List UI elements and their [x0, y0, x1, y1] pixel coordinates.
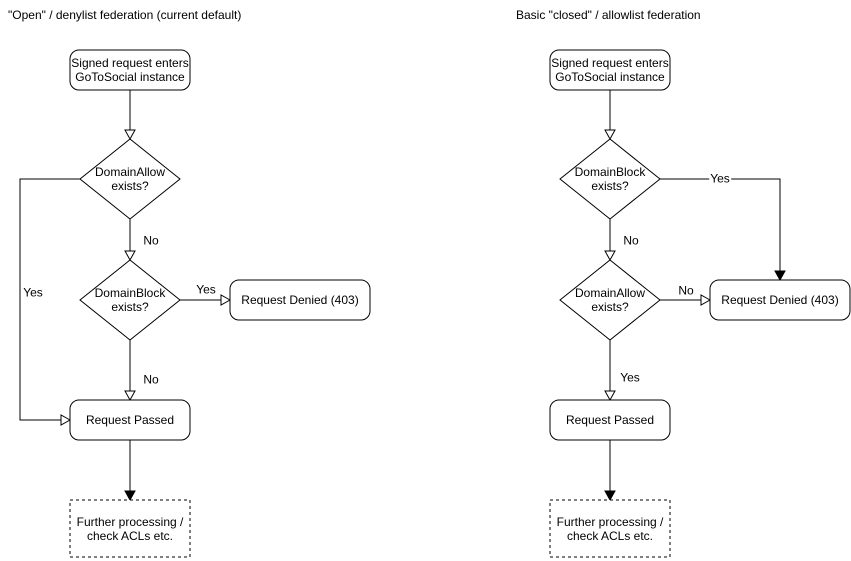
- left-passed-box: [69, 399, 191, 441]
- right-arrowhead-start-decision1: [604, 129, 616, 141]
- right-arrowhead-passed-further: [604, 490, 616, 502]
- left-start-box: [69, 49, 191, 91]
- right-denied-box: [709, 279, 851, 321]
- left-decision1-diamond: [79, 138, 181, 220]
- right-further-box: [549, 499, 671, 558]
- right-edge-decision1-yes-denied: [660, 178, 781, 271]
- left-further-box: [69, 499, 191, 558]
- right-start-box: [549, 49, 671, 91]
- right-arrowhead-decision2-denied: [700, 294, 712, 306]
- right-arrowhead-decision2-passed: [604, 390, 616, 402]
- right-arrowhead-decision1-decision2: [604, 250, 616, 262]
- right-passed-box: [549, 399, 671, 441]
- right-chart-title: Basic "closed" / allowlist federation: [516, 8, 701, 22]
- left-edge-decision1-yes-loop: [19, 178, 80, 421]
- left-arrowhead-decision1-decision2: [124, 250, 136, 262]
- left-arrowhead-decision2-denied: [220, 294, 232, 306]
- left-arrowhead-passed-further: [124, 490, 136, 502]
- left-flowchart: [19, 49, 371, 558]
- left-arrowhead-decision2-passed: [124, 390, 136, 402]
- right-arrowhead-yes-denied: [774, 270, 786, 282]
- right-flowchart: [549, 49, 851, 558]
- left-decision2-diamond: [79, 259, 181, 341]
- right-decision2-diamond: [559, 259, 661, 341]
- left-chart-title: "Open" / denylist federation (current de…: [8, 8, 242, 22]
- right-decision1-diamond: [559, 138, 661, 220]
- left-arrowhead-yes-loop-passed: [60, 414, 72, 426]
- left-arrowhead-start-decision1: [124, 129, 136, 141]
- left-denied-box: [229, 279, 371, 321]
